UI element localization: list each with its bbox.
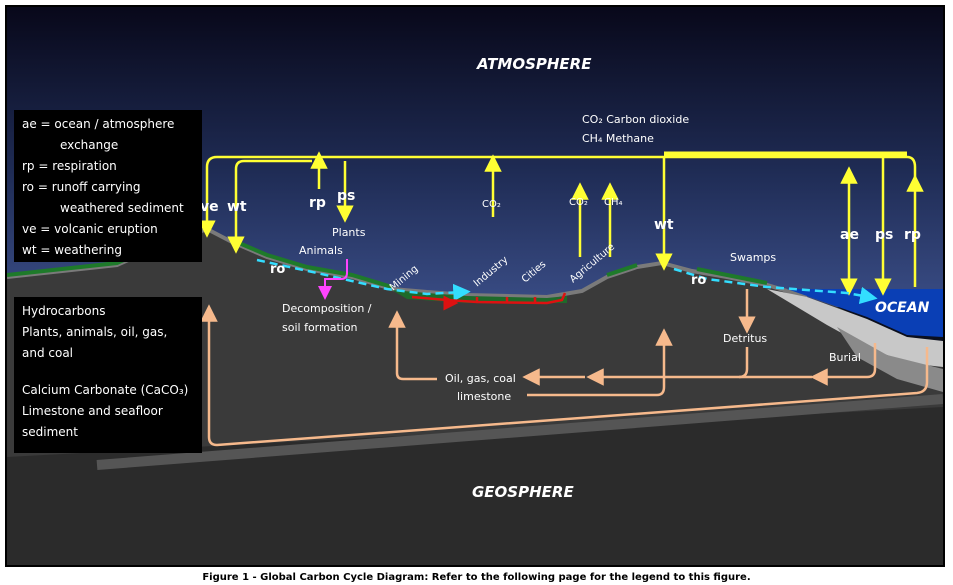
legend-line: and coal	[22, 346, 74, 360]
legend-line: ro = runoff carrying	[22, 180, 141, 194]
flux-detritus-down	[738, 347, 749, 379]
legend-line: sediment	[22, 425, 78, 439]
flux-ve	[198, 155, 657, 238]
flux-wt-left	[227, 159, 312, 254]
label-ch4-agri: CH₄	[604, 197, 623, 208]
label-decomposition-1: Decomposition /	[282, 302, 372, 315]
seafloor-sediment	[767, 289, 943, 367]
legend-gap	[22, 364, 194, 380]
label-ps-right: ps	[875, 227, 893, 243]
label-ae: ae	[840, 227, 859, 243]
diagram-frame: ATMOSPHERE CO₂ Carbon dioxide CH₄ Methan…	[5, 5, 945, 567]
label-rp-right: rp	[904, 227, 921, 243]
legend-line: Hydrocarbons	[22, 304, 106, 318]
label-animals: Animals	[299, 244, 343, 257]
label-ro-right: ro	[691, 273, 706, 288]
flux-mining	[397, 319, 437, 381]
legend-line: Plants, animals, oil, gas,	[22, 325, 168, 339]
label-rp-mid: rp	[309, 195, 326, 211]
flux-oil-to-wt	[527, 328, 673, 397]
geosphere-layer	[7, 407, 943, 565]
legend-line: exchange	[60, 138, 119, 152]
label-decomposition-2: soil formation	[282, 321, 358, 334]
label-ve: ve	[200, 199, 219, 215]
label-ro-left: ro	[270, 262, 285, 277]
legend-line: Limestone and seafloor	[22, 404, 163, 418]
label-burial: Burial	[829, 351, 861, 364]
runoff-right	[673, 267, 878, 305]
label-geosphere: GEOSPHERE	[472, 483, 574, 501]
legend-abbreviations: ae = ocean / atmosphere exchange rp = re…	[14, 110, 202, 262]
legend-line: Calcium Carbonate (CaCO₃)	[22, 383, 189, 397]
geosphere-seam	[96, 394, 943, 470]
atmosphere-fluxes	[198, 151, 924, 296]
label-ps-mid: ps	[337, 188, 355, 204]
label-detritus: Detritus	[723, 332, 767, 345]
label-co2-agri: CO₂	[569, 197, 588, 208]
legend-line: weathered sediment	[60, 201, 184, 215]
legend-line: ae = ocean / atmosphere	[22, 117, 175, 131]
legend-reservoirs: Hydrocarbons Plants, animals, oil, gas, …	[14, 297, 202, 453]
legend-line: ve = volcanic eruption	[22, 222, 158, 236]
label-co2-def: CO₂ Carbon dioxide	[582, 113, 689, 126]
label-oil-gas-coal: Oil, gas, coal	[445, 372, 516, 385]
label-swamps: Swamps	[730, 251, 776, 264]
seafloor-deep	[837, 327, 943, 392]
label-co2-industry: CO₂	[482, 199, 501, 210]
label-wt-mid: wt	[654, 217, 674, 233]
runoff-left	[256, 258, 471, 302]
carbon-cycle-scene: ATMOSPHERE CO₂ Carbon dioxide CH₄ Methan…	[7, 7, 943, 565]
decomposition-arrow	[318, 259, 348, 300]
label-wt-left: wt	[227, 199, 247, 215]
ocean-body	[787, 289, 943, 337]
vegetation-strip	[7, 238, 768, 289]
flux-burial-1	[810, 343, 877, 386]
top-bar-right	[657, 155, 917, 183]
flux-volcanic-source	[200, 304, 929, 447]
figure-caption: Figure 1 - Global Carbon Cycle Diagram: …	[202, 572, 751, 583]
geosphere-fluxes	[200, 289, 929, 447]
label-ocean: OCEAN	[875, 300, 930, 316]
legend-line: rp = respiration	[22, 159, 117, 173]
human-emissions	[411, 292, 567, 311]
label-limestone: limestone	[457, 390, 511, 403]
label-plants: Plants	[332, 226, 366, 239]
label-ch4-def: CH₄ Methane	[582, 132, 654, 145]
legend-line: wt = weathering	[22, 243, 122, 257]
runoff-fluxes	[256, 258, 878, 305]
label-atmosphere: ATMOSPHERE	[476, 55, 592, 73]
